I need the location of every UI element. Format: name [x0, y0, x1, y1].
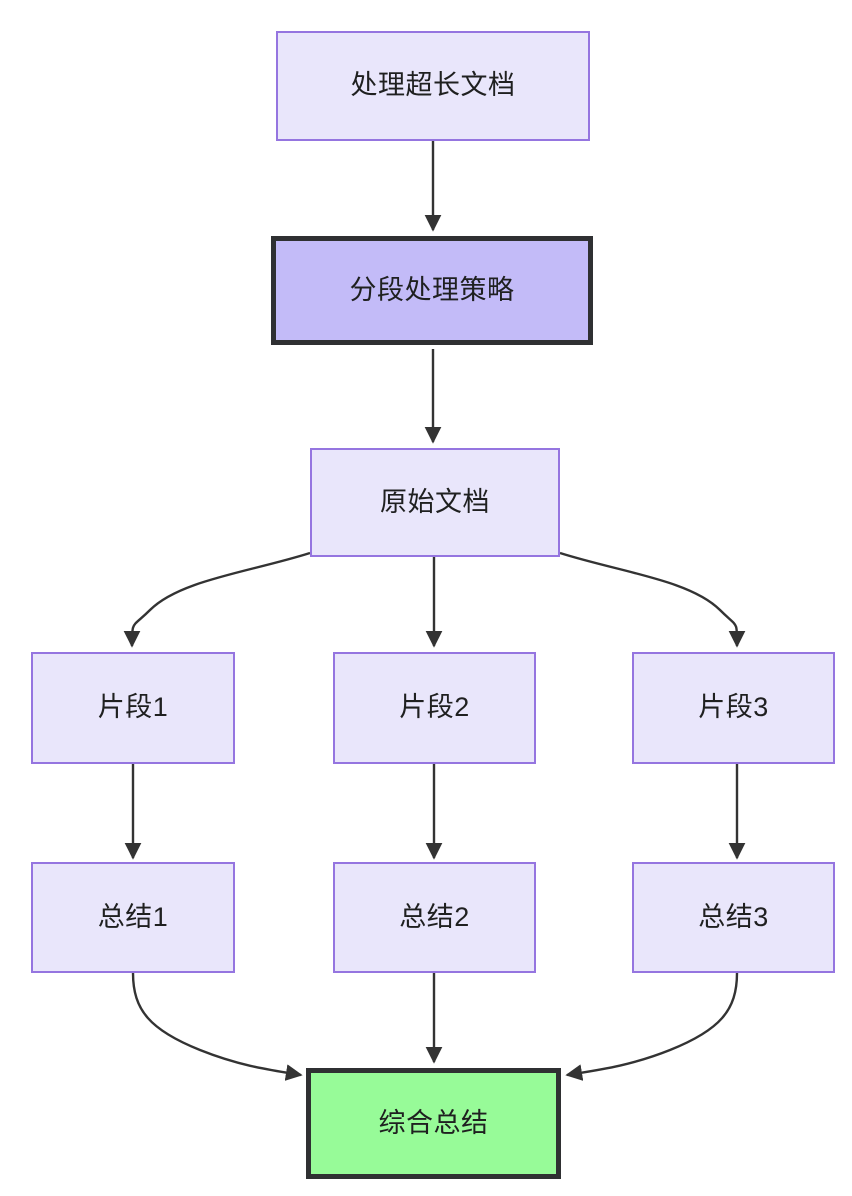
node-strategy[interactable]: 分段处理策略 — [271, 236, 593, 345]
edge-summary1-to-final — [131, 972, 303, 1081]
node-chunk2[interactable]: 片段2 — [333, 652, 536, 764]
node-chunk1[interactable]: 片段1 — [31, 652, 235, 764]
node-summary1[interactable]: 总结1 — [31, 862, 235, 973]
node-summary1-label: 总结1 — [97, 901, 169, 932]
node-source-label: 原始文档 — [380, 486, 490, 517]
edge-source-to-chunk3 — [559, 551, 746, 648]
edge-source-to-chunk1 — [123, 551, 311, 648]
node-final-label: 综合总结 — [378, 1107, 489, 1138]
node-source[interactable]: 原始文档 — [310, 448, 560, 557]
node-chunk3[interactable]: 片段3 — [632, 652, 835, 764]
node-start-label: 处理超长文档 — [350, 70, 516, 101]
node-strategy-label: 分段处理策略 — [349, 274, 515, 305]
edge-summary3-to-final — [565, 972, 739, 1081]
node-chunk1-label: 片段1 — [97, 692, 169, 723]
node-start[interactable]: 处理超长文档 — [276, 31, 590, 141]
node-summary3[interactable]: 总结3 — [632, 862, 835, 973]
node-summary3-label: 总结3 — [698, 901, 769, 932]
node-summary2-label: 总结2 — [399, 901, 470, 932]
node-chunk3-label: 片段3 — [698, 692, 769, 723]
node-summary2[interactable]: 总结2 — [333, 862, 536, 973]
node-final[interactable]: 综合总结 — [306, 1068, 561, 1179]
node-chunk2-label: 片段2 — [399, 692, 470, 723]
